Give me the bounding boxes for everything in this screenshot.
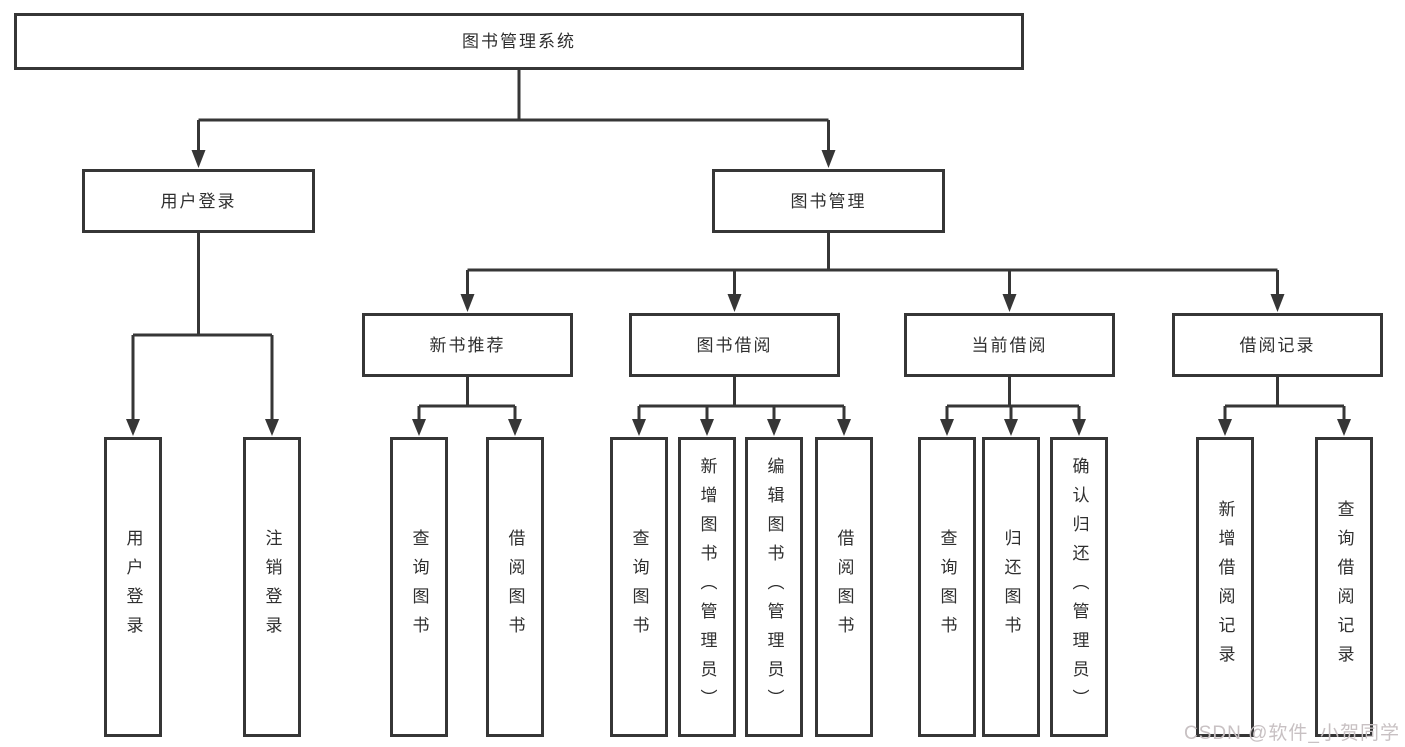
node-borrowing-borrow-books: 借阅图书: [815, 437, 873, 737]
node-borrowing-add-books-admin: 新增图书（管理员）: [678, 437, 736, 737]
node-recommend-query-books: 查询图书: [390, 437, 448, 737]
node-current-borrowing: 当前借阅: [904, 313, 1115, 377]
node-borrowing-edit-books-admin: 编辑图书（管理员）: [745, 437, 803, 737]
node-records-query-record: 查询借阅记录: [1315, 437, 1373, 737]
node-login-logout: 注销登录: [243, 437, 301, 737]
node-current-confirm-return-admin: 确认归还（管理员）: [1050, 437, 1108, 737]
node-user-login-branch: 用户登录: [82, 169, 315, 233]
node-records-add-record: 新增借阅记录: [1196, 437, 1254, 737]
watermark: CSDN @软件_小贺同学: [1184, 723, 1400, 744]
node-current-query-books: 查询图书: [918, 437, 976, 737]
node-root: 图书管理系统: [14, 13, 1024, 70]
node-recommend-borrow-books: 借阅图书: [486, 437, 544, 737]
node-current-return-books: 归还图书: [982, 437, 1040, 737]
node-book-management-branch: 图书管理: [712, 169, 945, 233]
node-borrowing-query-books: 查询图书: [610, 437, 668, 737]
node-login-user-login: 用户登录: [104, 437, 162, 737]
node-book-borrowing: 图书借阅: [629, 313, 840, 377]
node-new-book-recommendation: 新书推荐: [362, 313, 573, 377]
node-borrowing-records: 借阅记录: [1172, 313, 1383, 377]
